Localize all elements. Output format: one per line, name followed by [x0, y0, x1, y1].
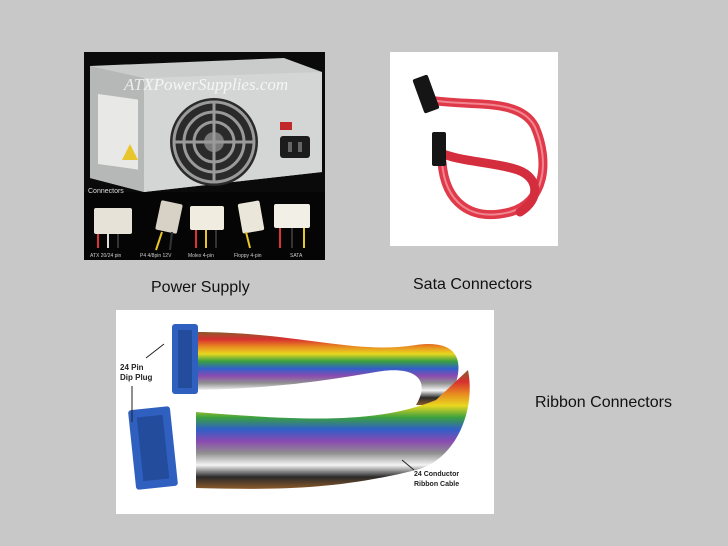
psu-connector-molex	[190, 206, 224, 248]
ribbon-plug-arrow-up	[145, 343, 165, 359]
ribbon-plug-top	[172, 324, 198, 394]
sata-connector-top	[412, 74, 440, 114]
psu-connector-label-1: ATX 20/24 pin	[90, 253, 122, 259]
psu-connector-atx	[94, 208, 132, 248]
sata-cable-image	[390, 52, 558, 246]
ribbon-plug-bottom	[128, 406, 178, 490]
ribbon-cable-image: 24 Pin Dip Plug 24 Conductor Ribbon Cabl…	[116, 310, 494, 514]
sata-connector-bottom	[432, 132, 446, 166]
caption-sata-connectors: Sata Connectors	[413, 276, 533, 293]
power-supply-image: ATXPowerSupplies.com Connectors	[84, 52, 325, 260]
caption-power-supply: Power Supply	[151, 279, 250, 296]
psu-connector-p4	[155, 200, 183, 251]
psu-connector-floppy	[237, 200, 265, 249]
psu-connectors-label: Connectors	[88, 188, 124, 195]
caption-ribbon-connectors: Ribbon Connectors	[535, 394, 672, 411]
ribbon-cable-arrow	[401, 459, 415, 471]
psu-connector-label-4: Floppy 4-pin	[234, 253, 262, 259]
ribbon-plug-label-line1: 24 Pin	[120, 363, 144, 372]
ribbon-cable-label-line2: Ribbon Cable	[414, 481, 459, 488]
psu-watermark: ATXPowerSupplies.com	[123, 75, 288, 94]
psu-connector-label-3: Molex 4-pin	[188, 253, 214, 259]
psu-connector-label-2: P4 4/8pin 12V	[140, 253, 172, 259]
ribbon-plug-label-line2: Dip Plug	[120, 373, 153, 382]
psu-connector-sata	[274, 204, 310, 248]
psu-connector-label-5: SATA	[290, 253, 303, 259]
ribbon-cable-label-line1: 24 Conductor	[414, 471, 459, 478]
